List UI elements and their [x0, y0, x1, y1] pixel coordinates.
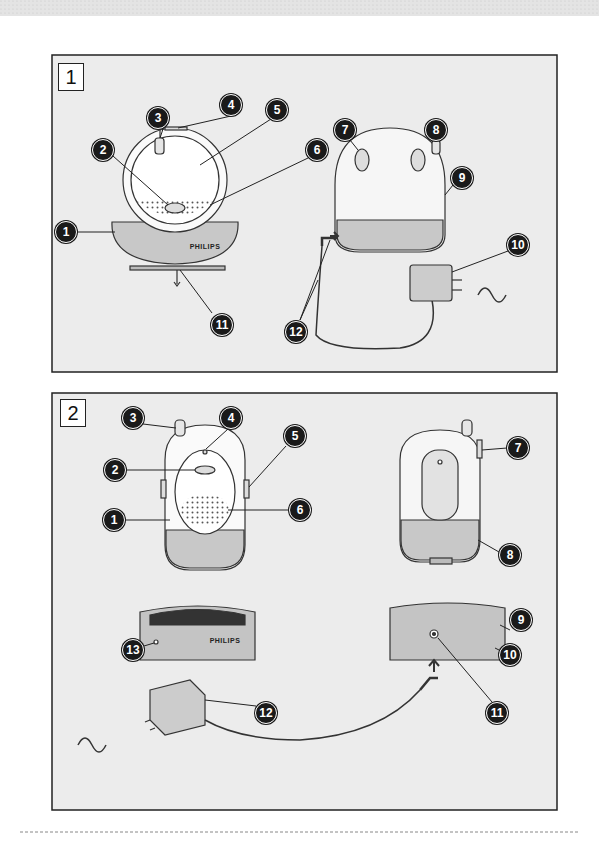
- brand-label: PHILIPS: [210, 637, 241, 644]
- callout-number: 10: [507, 234, 529, 256]
- callout-number: 2: [104, 459, 126, 481]
- panel-number: 1: [58, 63, 84, 91]
- callout-number: 7: [334, 119, 356, 141]
- brand-label: PHILIPS: [190, 243, 221, 250]
- callout-number: 11: [211, 314, 233, 336]
- callout-number: 3: [122, 407, 144, 429]
- callout-number: 7: [507, 437, 529, 459]
- callout-number: 13: [122, 639, 144, 661]
- callout-number: 4: [220, 94, 242, 116]
- callout-number: 6: [306, 139, 328, 161]
- panel-number: 2: [60, 399, 86, 427]
- callout-number: 3: [147, 107, 169, 129]
- callout-number: 4: [220, 407, 242, 429]
- callout-number: 6: [289, 499, 311, 521]
- callout-number: 12: [255, 702, 277, 724]
- callout-number: 12: [285, 321, 307, 343]
- callout-number: 10: [499, 644, 521, 666]
- callout-number: 1: [55, 221, 77, 243]
- callout-number: 1: [103, 509, 125, 531]
- callout-number: 5: [284, 425, 306, 447]
- callout-number: 9: [510, 609, 532, 631]
- callout-number: 8: [499, 544, 521, 566]
- callout-number: 8: [425, 119, 447, 141]
- callout-number: 5: [266, 99, 288, 121]
- callout-number: 11: [486, 702, 508, 724]
- callout-number: 9: [451, 167, 473, 189]
- callout-number: 2: [92, 139, 114, 161]
